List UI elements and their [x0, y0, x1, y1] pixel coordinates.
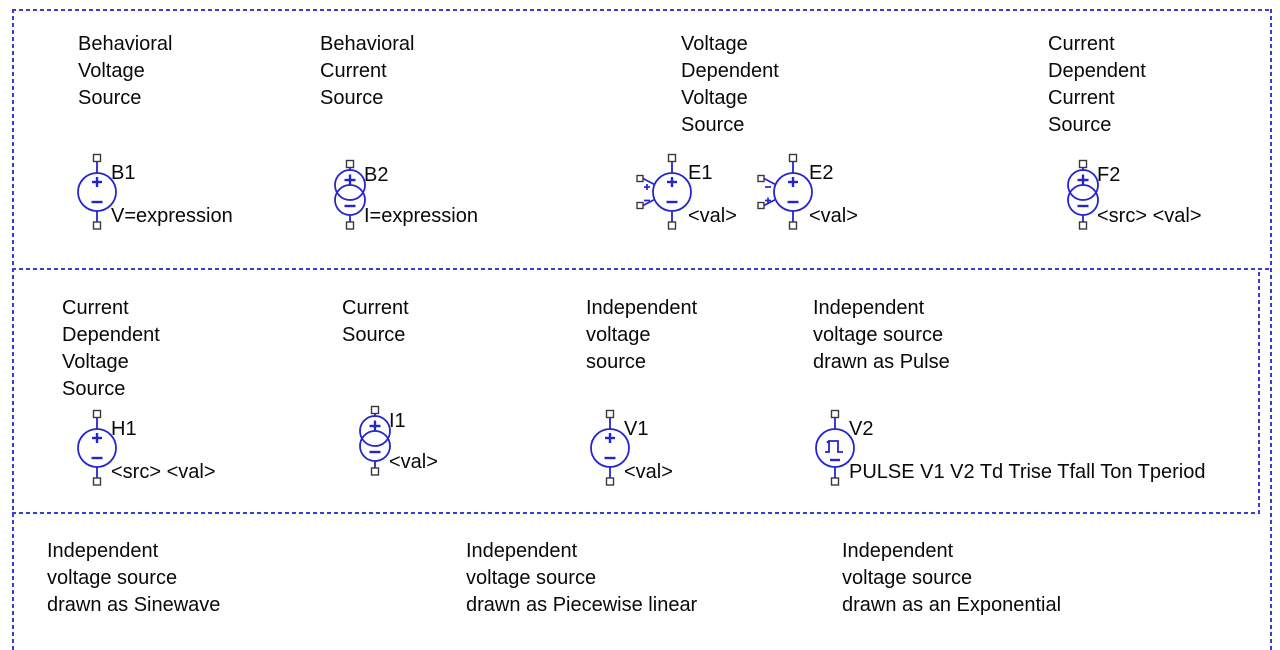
value-label: <val> [809, 205, 858, 227]
dependent-voltage-source-reversed-icon [757, 153, 813, 230]
header-independent-voltage-source-piecewise-linear: Independent voltage source drawn as Piec… [466, 540, 698, 616]
header-voltage-dependent-voltage-source: Voltage Dependent Voltage Source [681, 33, 779, 136]
dependent-voltage-source-icon [636, 153, 692, 230]
header-current-dependent-voltage-source: Current Dependent Voltage Source [62, 297, 160, 400]
header-current-dependent-current-source: Current Dependent Current Source [1048, 33, 1146, 136]
designator-label: B2 [364, 164, 389, 186]
value-label: PULSE V1 V2 Td Trise Tfall Ton Tperiod [849, 461, 1206, 483]
designator-label: E1 [688, 162, 713, 184]
component-v1[interactable]: V1 <val> [588, 409, 748, 486]
header-independent-voltage-source-pulse: Independent voltage source drawn as Puls… [813, 297, 950, 373]
voltage-source-icon [77, 409, 117, 486]
header-behavioral-current-source: Behavioral Current Source [320, 33, 415, 109]
header-behavioral-voltage-source: Behavioral Voltage Source [78, 33, 173, 109]
section-border-right [1270, 9, 1272, 650]
header-current-source: Current Source [342, 297, 409, 346]
value-label: <val> [688, 205, 737, 227]
component-b2[interactable]: B2 I=expression [328, 159, 628, 230]
value-label: <val> [389, 451, 438, 473]
section-border-left [12, 9, 14, 650]
designator-label: H1 [111, 418, 137, 440]
header-independent-voltage-source-exponential: Independent voltage source drawn as an E… [842, 540, 1062, 616]
current-source-icon [359, 405, 391, 476]
component-e1[interactable]: E1 <val> [636, 153, 756, 230]
current-source-icon [334, 159, 366, 230]
voltage-source-icon [77, 153, 117, 230]
designator-label: E2 [809, 162, 834, 184]
designator-label: I1 [389, 410, 406, 432]
component-b1[interactable]: B1 V=expression [75, 153, 375, 230]
voltage-source-icon [590, 409, 630, 486]
component-h1[interactable]: H1 <src> <val> [75, 409, 335, 486]
section-divider-1 [12, 268, 1272, 270]
section-border-top [12, 9, 1272, 11]
value-label: I=expression [364, 205, 478, 227]
header-independent-voltage-source-sinewave: Independent voltage source drawn as Sine… [47, 540, 221, 616]
designator-label: B1 [111, 162, 136, 184]
section-divider-2 [12, 512, 1260, 514]
component-f2[interactable]: F2 <src> <val> [1061, 159, 1271, 230]
designator-label: V1 [624, 418, 649, 440]
value-label: <src> <val> [1097, 205, 1202, 227]
designator-label: V2 [849, 418, 874, 440]
component-i1[interactable]: I1 <val> [353, 405, 513, 476]
section-border-middle-right [1258, 268, 1260, 514]
value-label: V=expression [111, 205, 233, 227]
pulse-voltage-source-icon [815, 409, 855, 486]
component-e2[interactable]: E2 <val> [757, 153, 877, 230]
designator-label: F2 [1097, 164, 1121, 186]
value-label: <src> <val> [111, 461, 216, 483]
component-v2[interactable]: V2 PULSE V1 V2 Td Trise Tfall Ton Tperio… [813, 409, 1253, 486]
value-label: <val> [624, 461, 673, 483]
current-source-icon [1067, 159, 1099, 230]
header-independent-voltage-source: Independent voltage source [586, 297, 698, 373]
